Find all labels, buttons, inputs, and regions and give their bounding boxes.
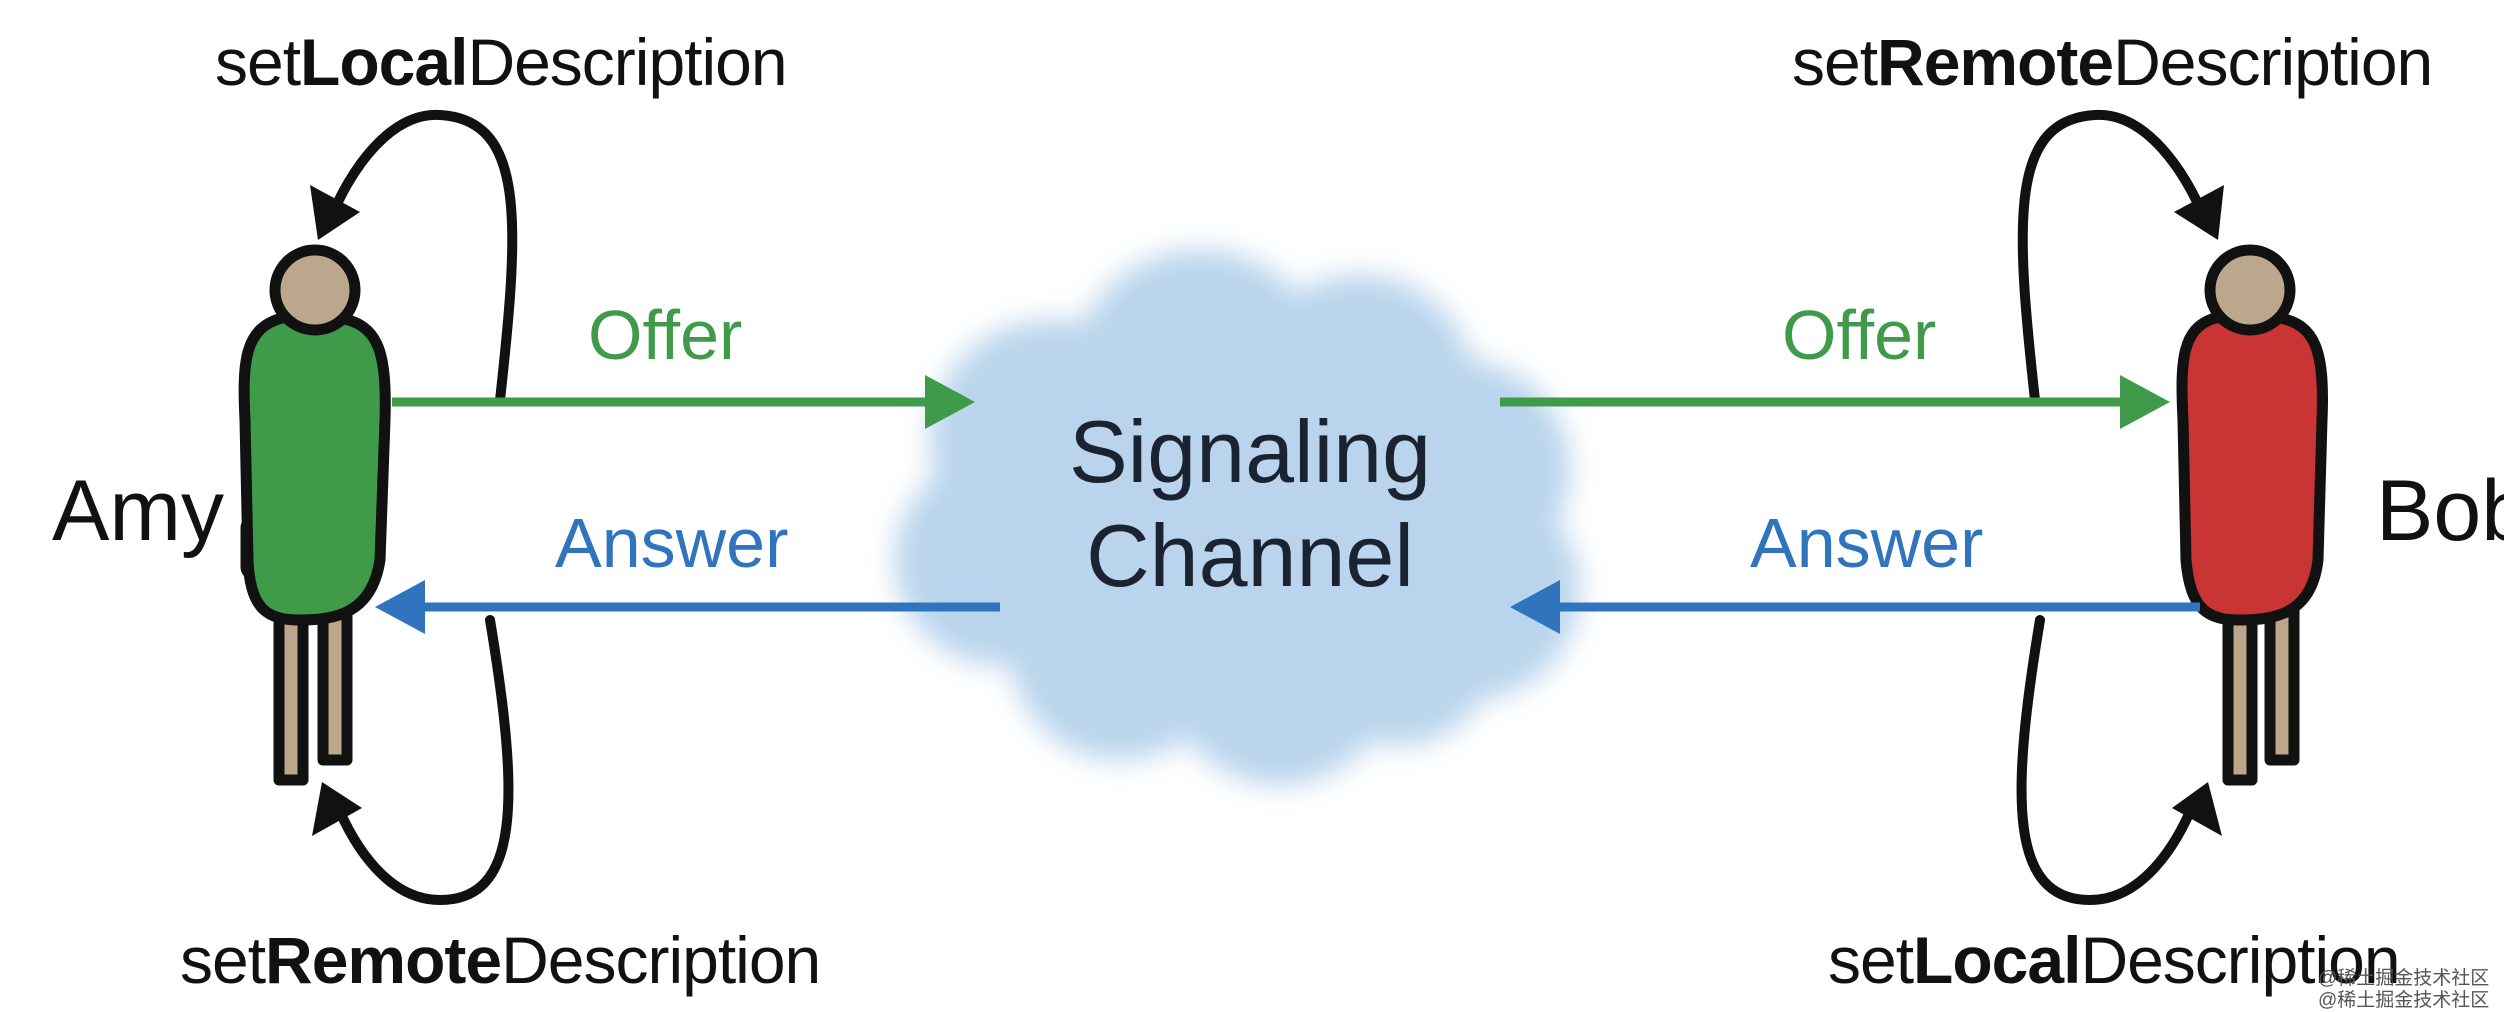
signaling-channel-line1: Signaling [1068,402,1432,501]
amy-top-method-label: setLocalDescription [215,25,788,99]
amy-bottom-loop-arrow [330,615,514,906]
amy-top-loop-arrow [325,109,518,405]
amy-head [269,244,361,336]
answer-label-left: Answer [555,504,789,582]
offer-arrow-right [1500,375,2170,429]
bob-figure [2176,244,2328,786]
answer-arrow-right [1510,580,2200,634]
offer-label-left: Offer [588,296,743,374]
signaling-cloud [895,250,1580,785]
bob-top-loop-arrow [2017,109,2210,405]
bob-top-method-label: setRemoteDescription [1792,25,2433,99]
answer-label-right: Answer [1750,504,1984,582]
amy-bottom-method-label: setRemoteDescription [180,923,821,997]
offer-label-right: Offer [1782,296,1937,374]
amy-figure [238,244,391,786]
amy-name-label: Amy [52,463,224,559]
bob-name-label: Bob [2376,463,2504,559]
bob-body [2176,312,2328,626]
offer-arrow-left [392,375,975,429]
bob-bottom-method-label: setLocalDescription [1828,923,2401,997]
answer-arrow-left [375,580,1000,634]
bob-bottom-arrowhead [2172,782,2222,836]
bob-head [2204,244,2296,336]
amy-bottom-arrowhead [312,782,362,836]
watermark-line1: @稀土掘金技术社区 [2318,968,2490,989]
bob-bottom-loop-arrow [2016,615,2200,906]
signaling-channel-line2: Channel [1086,506,1414,605]
signaling-channel-label: Signaling Channel [1050,400,1450,608]
watermark-line2: @稀土掘金技术社区 [2318,990,2490,1011]
amy-top-arrowhead [310,185,360,240]
bob-top-arrowhead [2174,185,2224,240]
amy-body [238,312,391,626]
